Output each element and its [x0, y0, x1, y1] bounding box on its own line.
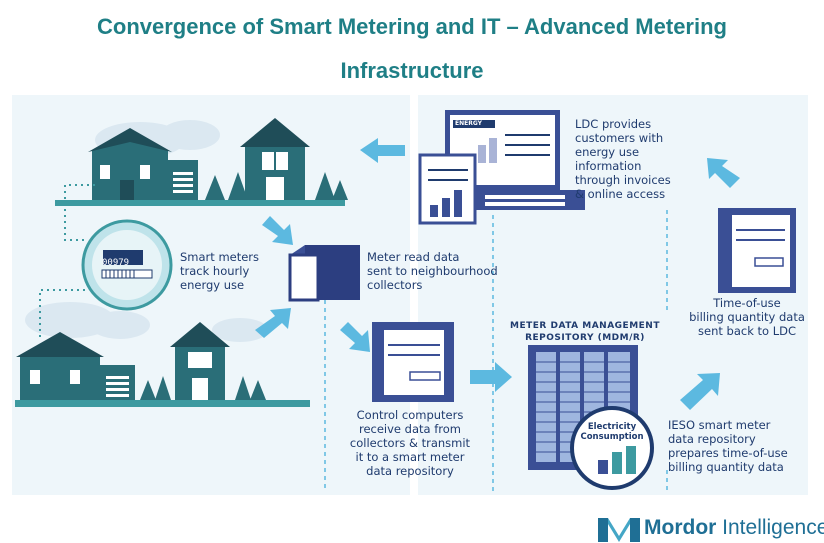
energy-usage-label: ENERGY USAGE — [455, 120, 482, 135]
collector-icon — [288, 245, 360, 302]
electricity-consumption-label: Electricity Consumption — [580, 422, 644, 442]
meter-read-label: Meter read data sent to neighbourhood co… — [367, 250, 498, 292]
mdm-repository-icon — [528, 345, 654, 490]
mdm-heading: METER DATA MANAGEMENT REPOSITORY (MDM/R) — [510, 321, 660, 343]
logo-mark-icon — [598, 518, 640, 542]
arrow-down-right-1-icon — [262, 216, 293, 245]
mordor-intelligence-logo: Mordor Intelligence — [598, 516, 824, 542]
arrow-right-icon — [470, 362, 512, 392]
time-of-use-label: Time-of-use billing quantity data sent b… — [689, 296, 805, 338]
control-computers-label: Control computers receive data from coll… — [349, 408, 471, 478]
smart-meter-icon — [81, 219, 173, 311]
control-computer-icon — [372, 322, 454, 402]
arrow-up-right-icon — [255, 308, 291, 338]
server-tower-icon — [718, 208, 796, 293]
arrow-up-left-icon — [707, 158, 740, 188]
arrow-up-right-2-icon — [680, 373, 720, 410]
meter-reading: 00979 — [102, 258, 130, 268]
arrow-down-right-2-icon — [340, 322, 370, 352]
logo-text: Mordor Intelligence — [644, 516, 824, 539]
title-line-1: Convergence of Smart Metering and IT – A… — [97, 14, 727, 39]
houses-top-icon — [55, 118, 348, 206]
houses-bottom-icon — [15, 322, 310, 407]
smart-meters-label: Smart meters track hourly energy use — [180, 250, 260, 292]
ieso-label: IESO smart meter data repository prepare… — [668, 418, 788, 474]
title-line-2: Infrastructure — [340, 58, 484, 83]
arrow-left-top-icon — [360, 138, 405, 163]
energy-usage-computer-icon — [418, 110, 585, 225]
ldc-provides-label: LDC provides customers with energy use i… — [575, 117, 671, 201]
